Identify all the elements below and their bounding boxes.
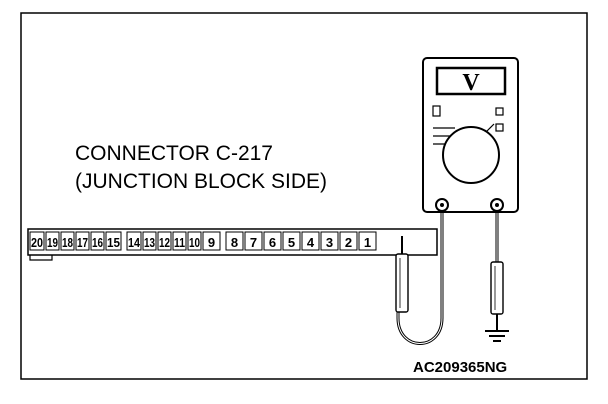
connector-pin-label: 14 [128, 236, 140, 250]
connector-pin-label: 3 [326, 235, 333, 250]
connector-latch [29, 255, 53, 261]
connector-pin-cell [244, 231, 263, 251]
connector-pin-cell [105, 231, 122, 251]
connector-subtitle: (JUNCTION BLOCK SIDE) [75, 170, 327, 193]
voltmeter: V [422, 57, 519, 213]
connector-pin-cell [301, 231, 320, 251]
connector-pin-label: 6 [269, 235, 276, 250]
connector-pin-label: 12 [159, 236, 170, 250]
connector-pin-cell [60, 231, 75, 251]
connector-pin-cell [75, 231, 90, 251]
connector-pin-label: 19 [47, 236, 58, 250]
connector-pin-cell [142, 231, 157, 251]
positive-probe [395, 253, 409, 313]
connector-pin-cell [90, 231, 105, 251]
connector-pin-cell [29, 231, 45, 251]
connector-pin-cell [202, 231, 221, 251]
figure-code: AC209365NG [413, 359, 507, 376]
connector-pin-label: 13 [144, 236, 155, 250]
connector-pin-label: 16 [92, 236, 103, 250]
positive-lead-wire-core [397, 208, 443, 344]
connector-pin-label: 1 [364, 235, 371, 250]
diagram-frame [20, 12, 588, 380]
connector-pin-cell [172, 231, 187, 251]
meter-display-text: V [462, 70, 480, 96]
connector-pin-cell [282, 231, 301, 251]
meter-button-right-top [495, 107, 504, 116]
connector-pin-cell [320, 231, 339, 251]
connector-pin-label: 5 [288, 235, 295, 250]
connector-pin-label: 7 [250, 235, 257, 250]
connector-pin-label: 8 [231, 235, 238, 250]
connector-pin-cell [187, 231, 202, 251]
connector-title: CONNECTOR C-217 [75, 142, 273, 165]
test-leads [395, 208, 509, 345]
connector-pin-cell [126, 231, 142, 251]
connector-pin-label: 10 [189, 236, 200, 250]
connector-pin-label: 4 [307, 235, 315, 250]
connector-pin-label: 15 [107, 236, 120, 250]
connector-pin-cell [358, 231, 377, 251]
meter-button-left [432, 105, 441, 117]
connector-pin-label: 11 [174, 236, 185, 250]
connector-pin-label: 18 [62, 236, 73, 250]
connector-pin-cell [263, 231, 282, 251]
connector-pin-cell [339, 231, 358, 251]
connector-pin-cell [157, 231, 172, 251]
connector-pin-label: 2 [345, 235, 352, 250]
connector-pin-cell [225, 231, 244, 251]
meter-button-right-bottom [495, 123, 504, 132]
connector-pin-label: 20 [31, 236, 43, 250]
connector-pin-label: 9 [208, 235, 215, 250]
ground-icon [485, 330, 509, 342]
connector-pin-cell [45, 231, 60, 251]
meter-display [435, 66, 507, 96]
ground-probe [490, 261, 504, 315]
connector-pin-label: 17 [77, 236, 88, 250]
meter-selector-dial [442, 126, 500, 184]
